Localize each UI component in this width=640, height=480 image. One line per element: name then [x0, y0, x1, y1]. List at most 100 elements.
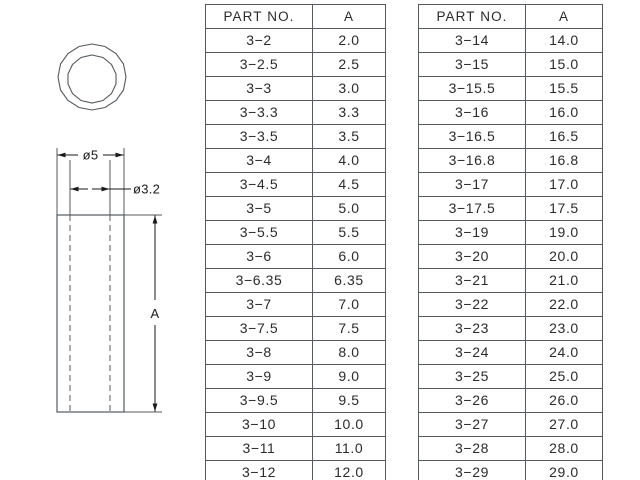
cell-part-no: 3−2 [205, 28, 313, 53]
cell-a-value: 12.0 [312, 460, 386, 480]
cell-a-value: 4.5 [312, 172, 386, 197]
cell-a-value: 25.0 [525, 364, 603, 389]
cell-part-no: 3−28 [418, 436, 526, 461]
top-view-outer-ring-icon [57, 43, 127, 111]
cell-part-no: 3−10 [205, 412, 313, 437]
cell-a-value: 17.5 [525, 196, 603, 221]
cell-part-no: 3−20 [418, 244, 526, 269]
cell-a-value: 2.5 [312, 52, 386, 77]
cell-a-value: 27.0 [525, 412, 603, 437]
cell-a-value: 15.0 [525, 52, 603, 77]
cell-a-value: 4.0 [312, 148, 386, 173]
cell-a-value: 28.0 [525, 436, 603, 461]
outer-diameter-label: ø5 [83, 148, 99, 163]
cell-part-no: 3−9.5 [205, 388, 313, 413]
cell-a-value: 24.0 [525, 340, 603, 365]
table-header-row: PART NO. A [205, 4, 386, 29]
cell-part-no: 3−3.3 [205, 100, 313, 125]
cell-a-value: 7.0 [312, 292, 386, 317]
cell-part-no: 3−16.5 [418, 124, 526, 149]
top-view-group [57, 43, 127, 111]
cell-a-value: 16.5 [525, 124, 603, 149]
cell-part-no: 3−2.5 [205, 52, 313, 77]
column-header-a: A [312, 4, 386, 29]
cell-part-no: 3−5.5 [205, 220, 313, 245]
cell-a-value: 14.0 [525, 28, 603, 53]
cell-a-value: 21.0 [525, 268, 603, 293]
cell-part-no: 3−19 [418, 220, 526, 245]
cell-part-no: 3−9 [205, 364, 313, 389]
cell-a-value: 5.0 [312, 196, 386, 221]
side-view-body [56, 214, 125, 413]
cell-a-value: 26.0 [525, 388, 603, 413]
cell-part-no: 3−17.5 [418, 196, 526, 221]
cell-a-value: 15.5 [525, 76, 603, 101]
cell-part-no: 3−5 [205, 196, 313, 221]
cell-a-value: 17.0 [525, 172, 603, 197]
cell-a-value: 22.0 [525, 292, 603, 317]
cell-a-value: 20.0 [525, 244, 603, 269]
cell-part-no: 3−6 [205, 244, 313, 269]
cell-part-no: 3−7 [205, 292, 313, 317]
drawing-svg: ø5 ø3.2 [56, 43, 162, 413]
cell-part-no: 3−3 [205, 76, 313, 101]
cell-part-no: 3−4 [205, 148, 313, 173]
cell-part-no: 3−23 [418, 316, 526, 341]
column-header-part-no: PART NO. [205, 4, 313, 29]
column-header-a: A [525, 4, 603, 29]
cell-part-no: 3−29 [418, 460, 526, 480]
cell-part-no: 3−15 [418, 52, 526, 77]
cell-a-value: 19.0 [525, 220, 603, 245]
outer-diameter-dimension: ø5 [56, 148, 125, 215]
cell-a-value: 23.0 [525, 316, 603, 341]
cell-a-value: 9.0 [312, 364, 386, 389]
cell-part-no: 3−15.5 [418, 76, 526, 101]
cell-a-value: 3.0 [312, 76, 386, 101]
cell-part-no: 3−11 [205, 436, 313, 461]
top-view-inner-bore-icon [67, 54, 117, 104]
cell-a-value: 29.0 [525, 460, 603, 480]
cell-a-value: 3.3 [312, 100, 386, 125]
cell-a-value: 2.0 [312, 28, 386, 53]
cell-part-no: 3−8 [205, 340, 313, 365]
cell-part-no: 3−14 [418, 28, 526, 53]
cell-part-no: 3−4.5 [205, 172, 313, 197]
cell-part-no: 3−22 [418, 292, 526, 317]
